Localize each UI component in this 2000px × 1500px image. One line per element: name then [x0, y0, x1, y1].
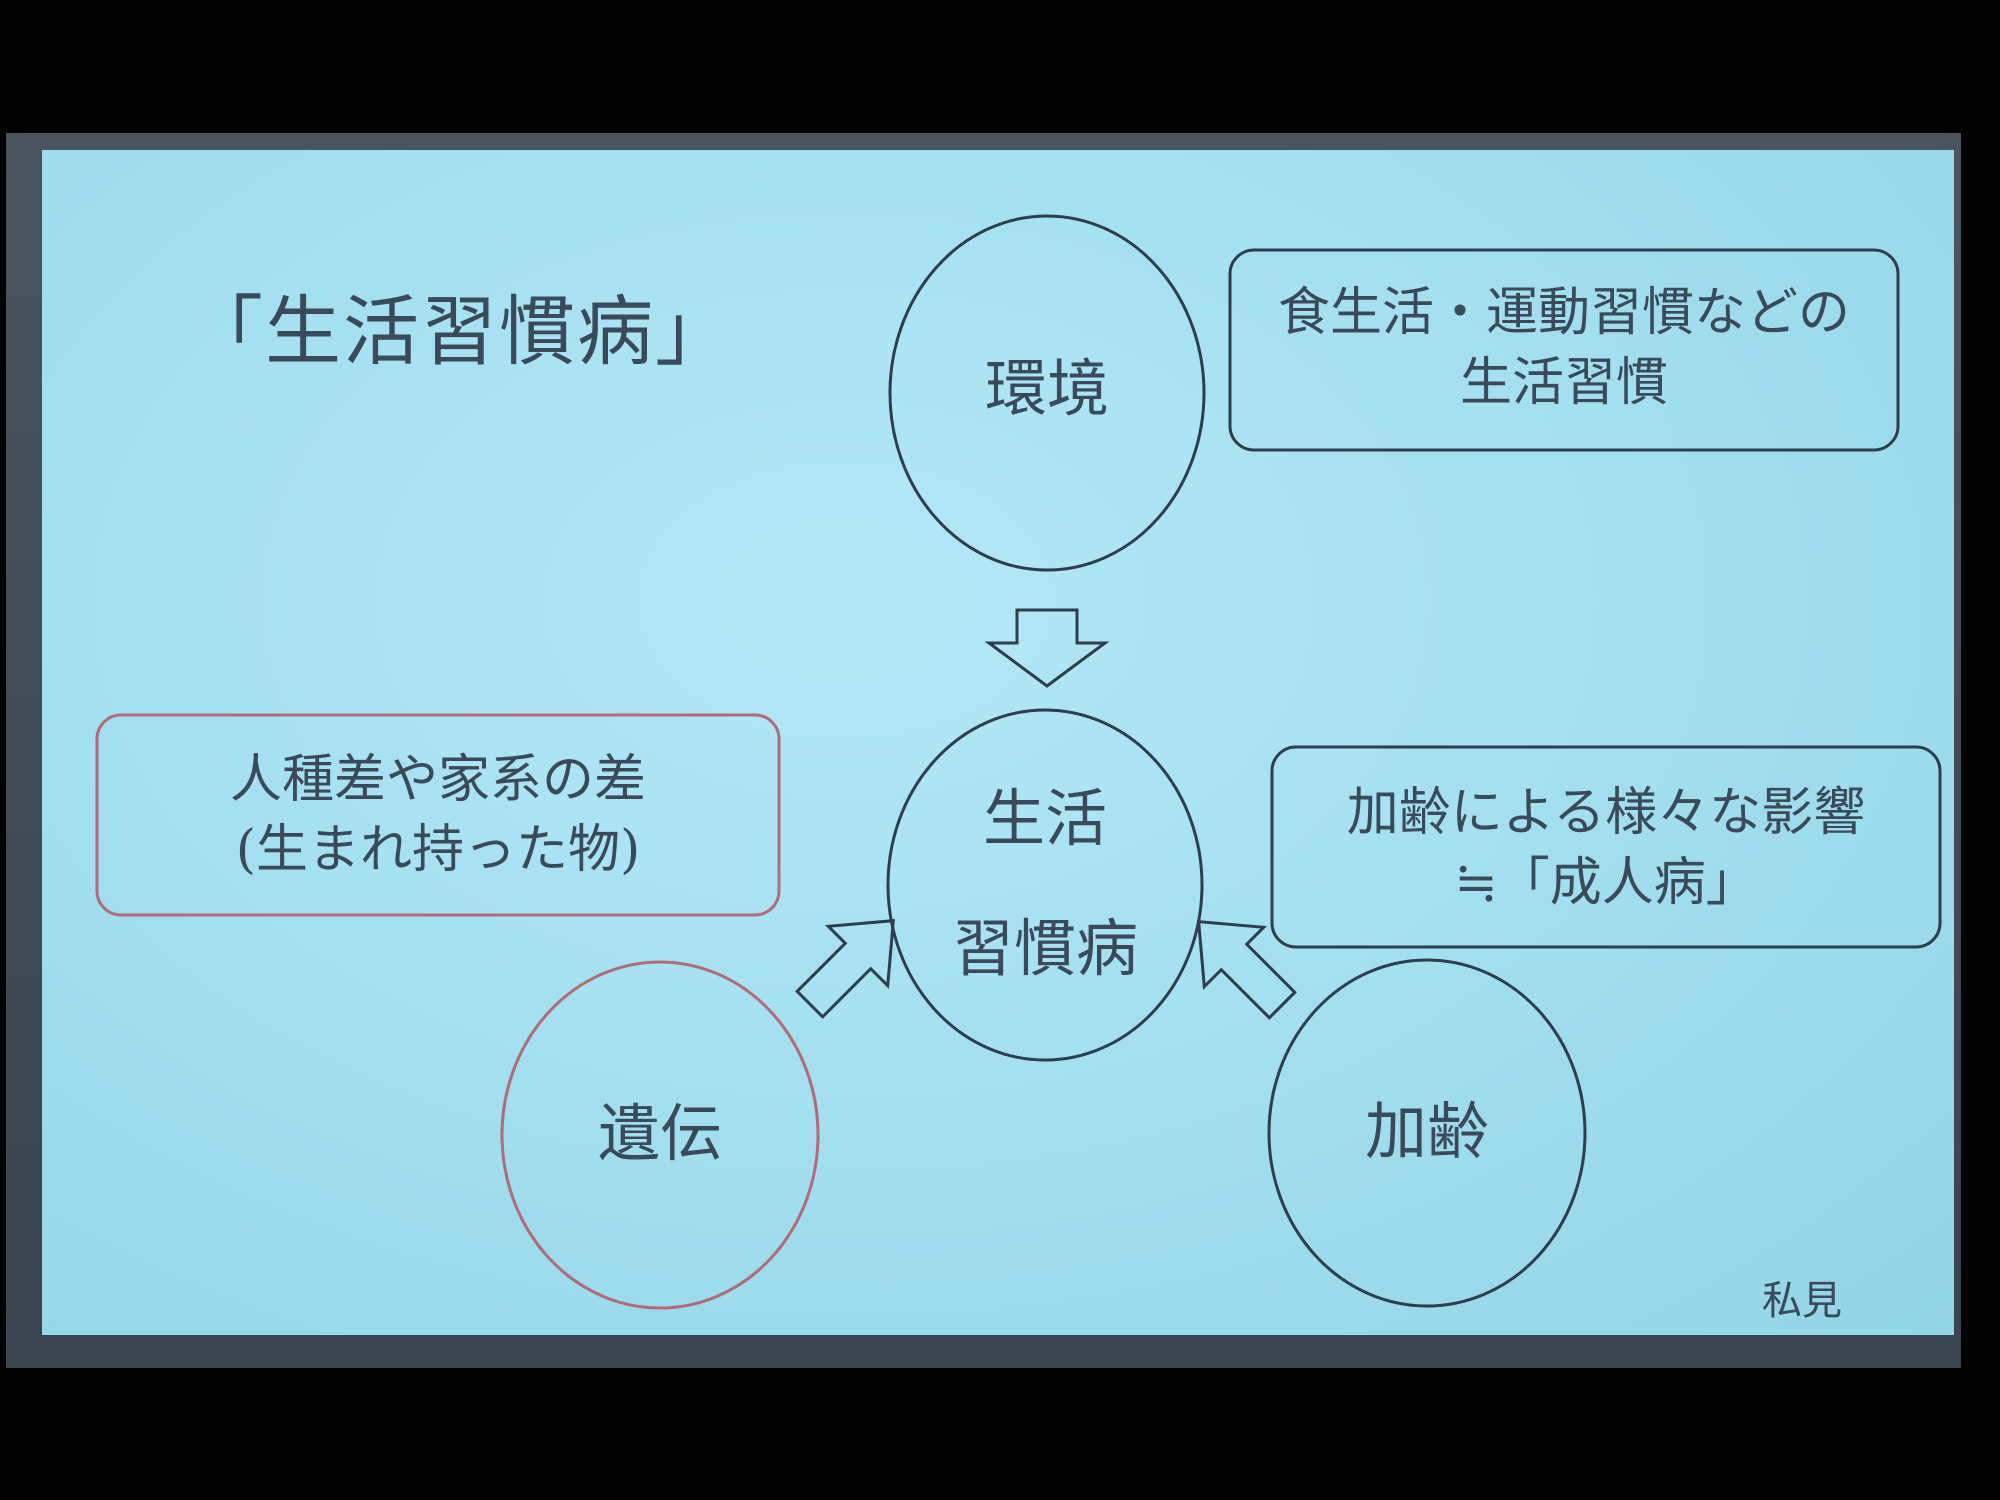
environment-note-box	[1228, 248, 1900, 452]
center-label-line2: 習慣病	[951, 912, 1138, 985]
aging-circle	[1267, 958, 1587, 1308]
aging-label: 加齢	[1364, 1095, 1489, 1168]
heredity-label: 遺伝	[597, 1097, 722, 1170]
arrow-up-right-icon	[795, 918, 896, 1019]
center-label-line1: 生活	[982, 782, 1107, 855]
heredity-note-box	[95, 713, 781, 917]
environment-label: 環境	[984, 352, 1109, 425]
aging-note-line2: ≒「成人病」	[1454, 853, 1758, 913]
aging-note-box	[1270, 745, 1942, 949]
arrow-down-icon	[984, 608, 1110, 688]
footer-note: 私見	[1762, 1278, 1842, 1324]
center-circle	[886, 708, 1204, 1062]
environment-note-line2: 生活習慣	[1459, 353, 1668, 413]
heredity-circle	[500, 960, 820, 1310]
heredity-note-line1: 人種差や家系の差	[229, 750, 646, 810]
heredity-note-line2: (生まれ持った物)	[235, 820, 641, 880]
environment-circle	[888, 214, 1206, 572]
slide-title: 「生活習慣病」	[187, 287, 733, 376]
diagram-shapes	[95, 214, 1942, 1310]
aging-note-line1: 加齢による様々な影響	[1346, 783, 1866, 843]
slide: 「生活習慣病」 環境 生活 習慣病 遺伝 加齢 食生活・運動習慣などの 生活習慣…	[42, 150, 1954, 1335]
environment-note-line1: 食生活・運動習慣などの	[1277, 283, 1850, 343]
arrow-up-left-icon	[1196, 919, 1297, 1020]
